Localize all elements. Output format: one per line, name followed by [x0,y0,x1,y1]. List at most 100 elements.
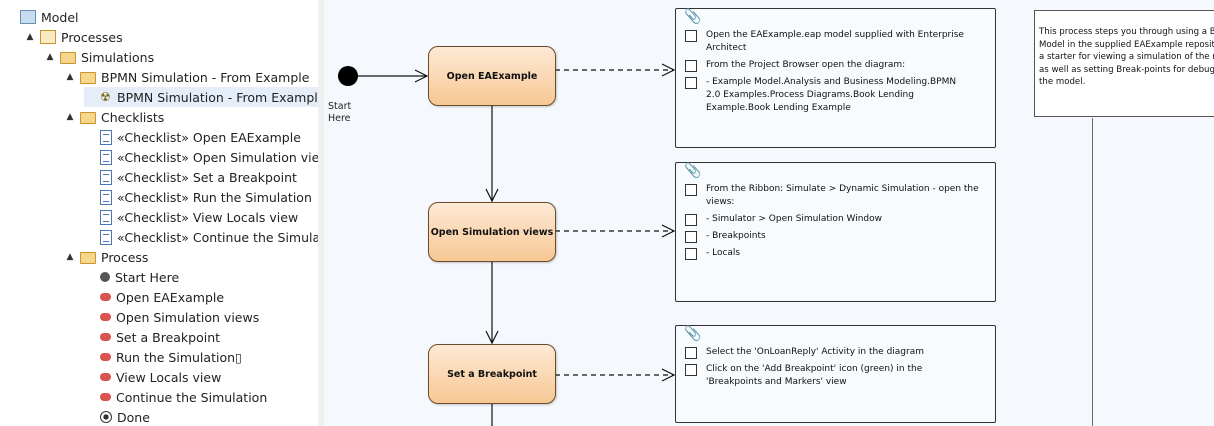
folder-icon [80,111,96,124]
tree-item[interactable]: Continue the Simulation [84,387,267,407]
checklist-item-text: - Simulator > Open Simulation Window [706,214,882,224]
tree-item[interactable]: ☢BPMN Simulation - From Example [84,87,318,107]
association-arrowhead [661,224,676,238]
tree-item[interactable]: ▲BPMN Simulation - From Example [64,67,310,87]
checkbox[interactable] [685,347,697,359]
tree-item[interactable]: «Checklist» Set a Breakpoint [84,167,297,187]
checklist-item[interactable]: Select the 'OnLoanReply' Activity in the… [685,346,924,359]
tree-expand-arrow[interactable]: ▲ [66,72,74,82]
tree-item-label: «Checklist» Continue the Simula [117,229,319,245]
checklist-item-text: Architect [706,43,747,53]
tree-item[interactable]: «Checklist» Run the Simulation [84,187,312,207]
description-line: the model. [1039,77,1086,87]
checklist-item[interactable]: - Locals [685,247,740,260]
checklist-icon [100,209,112,225]
checklist-item-text: views: [706,197,735,207]
checklist-item-text: 'Breakpoints and Markers' view [706,377,847,387]
tree-item-label: Continue the Simulation [116,389,268,405]
start-event[interactable] [338,66,358,86]
tree-item-label: «Checklist» View Locals view [117,209,299,225]
tree-item-label: Run the Simulation▯ [116,349,242,365]
checklist-note[interactable]: 📎 Open the EAExample.eap model supplied w… [675,8,996,148]
activity-icon [100,293,111,301]
paperclip-icon: 📎 [684,326,702,342]
folder-icon [60,51,76,64]
tree-item-label: Process [101,249,149,265]
tree-expand-arrow[interactable]: ▲ [26,32,34,42]
association-arrowhead [661,368,676,382]
checkbox[interactable] [685,364,697,376]
tree-item[interactable]: Run the Simulation▯ [84,347,242,367]
checklist-note[interactable]: 📎 Select the 'OnLoanReply' Activity in th… [675,325,996,423]
checklist-icon [100,149,112,165]
activity-icon [100,333,111,341]
activity-icon [100,373,111,381]
checkbox[interactable] [685,184,697,196]
tree-item[interactable]: «Checklist» Continue the Simula [84,227,319,247]
activity-icon [100,353,111,361]
description-note[interactable]: This process steps you through using a B… [1034,10,1214,117]
activity-icon [100,313,111,321]
checklist-item[interactable]: - Breakpoints [685,230,766,243]
tree-item[interactable]: Model [4,7,79,27]
association-arrowhead [661,63,676,77]
tree-item-label: Simulations [81,49,155,65]
tree-expand-arrow[interactable]: ▲ [66,252,74,262]
checklist-item[interactable]: Open the EAExample.eap model supplied wi… [685,29,964,55]
tree-item[interactable]: ▲ Simulations [44,47,155,67]
project-browser-tree[interactable]: Model ▲ Processes ▲ Simulations ▲BPMN Simulat… [0,0,319,426]
checklist-item-text: Open the EAExample.eap model supplied wi… [706,30,964,40]
package-icon [40,30,56,44]
tree-item-label: Processes [61,29,123,45]
diagram-canvas[interactable]: Start Here Open EAExample Open Simulatio… [324,0,1214,426]
tree-item[interactable]: Open EAExample [84,287,224,307]
tree-expand-arrow[interactable]: ▲ [66,112,74,122]
diagram-connectors [358,63,676,426]
checklist-item[interactable]: From the Project Browser open the diagra… [685,59,905,72]
tree-expand-arrow[interactable]: ▲ [46,52,54,62]
tree-item-label: «Checklist» Run the Simulation [117,189,312,205]
tree-item[interactable]: ▲Checklists [64,107,165,127]
paperclip-icon: 📎 [684,163,702,179]
start-event-icon [100,272,110,282]
tree-item[interactable]: View Locals view [84,367,221,387]
checkbox[interactable] [685,60,697,72]
sequence-flow-arrowhead [485,188,499,203]
tree-item[interactable]: «Checklist» Open EAExample [84,127,301,147]
tree-item[interactable]: Open Simulation views [84,307,259,327]
checklist-note[interactable]: 📎 From the Ribbon: Simulate > Dynamic Sim… [675,162,996,302]
checkbox[interactable] [685,30,697,42]
tree-item[interactable]: ▲ Processes [24,27,123,47]
checkbox[interactable] [685,231,697,243]
activity-open-simulation-views[interactable]: Open Simulation views [428,202,556,262]
checklist-item[interactable]: Click on the 'Add Breakpoint' icon (gree… [685,363,922,389]
checklist-item-text: Example.Book Lending Example [706,103,851,113]
end-event-icon [100,411,112,423]
tree-item[interactable]: Set a Breakpoint [84,327,220,347]
checkbox[interactable] [685,248,697,260]
tree-item-label: «Checklist» Set a Breakpoint [117,169,297,185]
checklist-icon [100,169,112,185]
tree-item-label: «Checklist» Open Simulation vie [117,149,319,165]
tree-item[interactable]: Start Here [84,267,179,287]
checklist-item-text: - Locals [706,248,741,258]
paperclip-icon: 📎 [684,9,702,25]
activity-open-eaexample[interactable]: Open EAExample [428,46,556,106]
start-event-label: Start Here [328,101,352,124]
tree-scrollbar[interactable] [318,0,324,426]
tree-item[interactable]: «Checklist» Open Simulation vie [84,147,319,167]
checklist-item[interactable]: From the Ribbon: Simulate > Dynamic Simu… [685,183,979,209]
checklist-item[interactable]: - Example Model.Analysis and Business Mo… [685,76,956,115]
tree-item-label: Model [41,9,79,25]
tree-item[interactable]: Done [84,407,150,426]
activity-set-a-breakpoint[interactable]: Set a Breakpoint [428,344,556,404]
tree-item[interactable]: «Checklist» View Locals view [84,207,298,227]
description-line: as well as setting Break-points for debu… [1039,64,1214,75]
tree-item[interactable]: ▲ Process [64,247,149,267]
description-line: Model in the supplied EAExample reposito [1039,39,1214,50]
swimlane-divider [1092,118,1093,426]
simulation-icon: ☢ [100,90,111,104]
checkbox[interactable] [685,77,697,89]
checkbox[interactable] [685,214,697,226]
checklist-item[interactable]: - Simulator > Open Simulation Window [685,213,882,226]
